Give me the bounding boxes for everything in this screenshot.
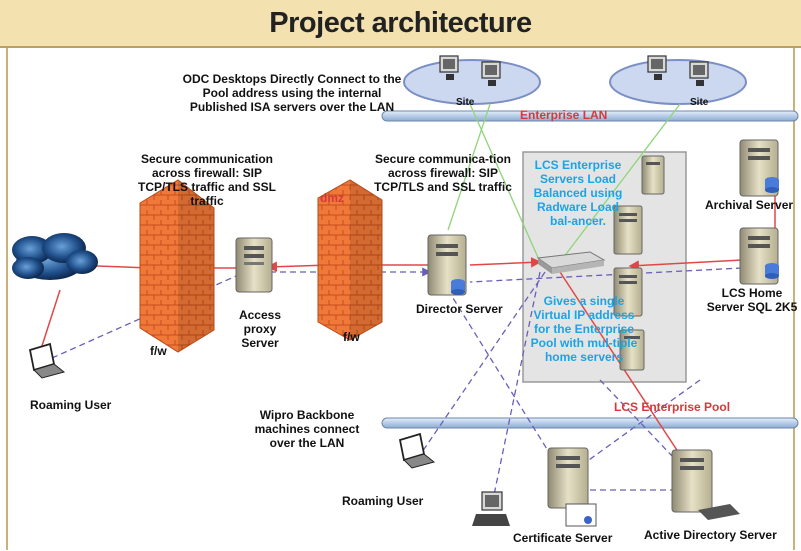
archival-label: Archival Server <box>705 198 794 212</box>
pool-server-top-icon <box>641 155 665 195</box>
site-label-left: Site <box>456 97 475 108</box>
laptop-icon <box>28 342 436 469</box>
link-lb-ad <box>559 271 691 472</box>
cloud-icon <box>12 233 98 280</box>
enterprise-lan-label: Enterprise LAN <box>520 108 608 122</box>
lcs-pool-lan-bar <box>381 417 799 429</box>
lcs-home-server-icon <box>739 227 779 285</box>
certificate-label: Certificate Server <box>513 531 613 545</box>
link-site-director <box>447 103 491 231</box>
enterprise-lan-bar <box>381 110 799 122</box>
title-bar <box>0 0 801 48</box>
page-title: Project architecture <box>269 7 532 39</box>
bottom-desktop-icon <box>472 491 510 526</box>
dmz-label: dmz <box>320 191 344 205</box>
dash-lb-desktop <box>493 271 541 496</box>
diagram-frame <box>6 48 795 550</box>
load-balancer-icon <box>536 251 606 274</box>
archival-server-icon <box>739 139 779 197</box>
dash-ad-cert <box>574 379 701 471</box>
firewall-icon <box>139 179 215 353</box>
lcs-pool-label: LCS Enterprise Pool <box>614 400 731 414</box>
fw-right-label: f/w <box>343 330 360 344</box>
lcs-home-label: LCS Home Server SQL 2K5 <box>706 286 798 314</box>
pool-server-bottom-icon <box>619 329 645 371</box>
pool-server-lower-icon <box>613 267 643 317</box>
access-proxy-server-icon <box>235 237 273 293</box>
lcs-lb-note: LCS Enterprise Servers Load Balanced usi… <box>533 158 623 228</box>
odc-note: ODC Desktops Directly Connect to the Poo… <box>182 72 402 114</box>
link-home-lb <box>628 259 743 271</box>
site-ellipse-right <box>609 59 747 105</box>
certificate-server-icon <box>547 447 597 527</box>
pool-server-mid-icon <box>613 205 643 255</box>
link-site-right <box>559 103 681 263</box>
secure-mid-note: Secure communica-tion across firewall: S… <box>374 152 512 194</box>
dash-pool-ad <box>599 379 691 476</box>
active-directory-label: Active Directory Server <box>644 528 777 542</box>
dash-lb-roaming <box>419 271 546 456</box>
fw-left-label: f/w <box>150 344 167 358</box>
desktop-icon <box>439 55 709 86</box>
wipro-note: Wipro Backbone machines connect over the… <box>254 408 360 450</box>
site-label-right: Site <box>690 97 709 108</box>
link-director-lb <box>469 257 542 268</box>
roaming-bottom-label: Roaming User <box>342 494 424 508</box>
secure-left-note: Secure communication across firewall: SI… <box>137 152 276 208</box>
access-proxy-label: Access proxy Server <box>238 308 282 350</box>
link-cloud-roaming <box>39 289 61 353</box>
director-server-icon <box>427 234 467 296</box>
site-ellipse-left <box>403 59 541 105</box>
director-label: Director Server <box>416 302 503 316</box>
dash-director-cert <box>447 289 561 471</box>
dmz-firewall-icon <box>317 179 383 341</box>
active-directory-server-icon <box>671 449 740 520</box>
roaming-left-label: Roaming User <box>30 398 112 412</box>
dash-home-director <box>469 267 743 283</box>
vip-note: Gives a single Virtual IP address for th… <box>530 294 638 364</box>
